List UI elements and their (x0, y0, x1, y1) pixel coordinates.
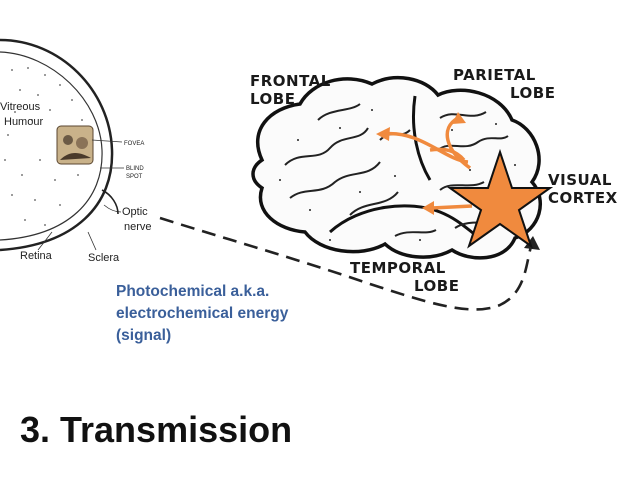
label-vitreous-line2: Humour (4, 116, 43, 128)
retinal-image-icon (56, 125, 94, 165)
label-retina: Retina (20, 250, 53, 262)
label-optic-line1: Optic (122, 206, 148, 218)
sclera-outline (0, 38, 114, 252)
slide-title: 3. Transmission (20, 409, 293, 450)
central-sulcus (411, 95, 432, 181)
label-frontal-line2: LOBE (250, 90, 295, 108)
arrow-to-temporal (431, 204, 473, 210)
label-sclera: Sclera (88, 252, 120, 264)
label-fovea: FOVEA (124, 141, 144, 147)
label-blind-line2: SPOT (126, 174, 143, 180)
eye-diagram: Vitreous Humour FOVEA BLIND SPOT Optic n… (0, 38, 152, 264)
visual-pathway-dashed-line (159, 216, 534, 311)
label-frontal-line1: FRONTAL (250, 72, 331, 90)
eye-leader-lines (37, 139, 124, 251)
retina-outline (0, 51, 103, 241)
brain-outline (251, 75, 542, 260)
label-optic-line2: nerve (124, 221, 152, 233)
pathway-arrowhead (524, 236, 540, 250)
signal-caption: Photochemical a.k.a. electrochemical ene… (116, 283, 289, 344)
signal-arrowheads (376, 112, 466, 215)
label-blind-line1: BLIND (126, 166, 144, 172)
label-parietal-line1: PARIETAL (453, 66, 536, 84)
brain-diagram (251, 75, 554, 260)
label-visual-line2: CORTEX (548, 189, 618, 207)
label-temporal-line1: TEMPORAL (350, 259, 446, 277)
label-vitreous-line1: Vitreous (0, 101, 41, 113)
label-parietal-line2: LOBE (510, 84, 555, 102)
label-temporal-line2: LOBE (414, 277, 459, 295)
optic-nerve-line (101, 189, 119, 215)
label-visual-line1: VISUAL (548, 171, 612, 189)
visual-cortex-star-icon (446, 148, 554, 249)
signal-arrows (383, 116, 473, 210)
